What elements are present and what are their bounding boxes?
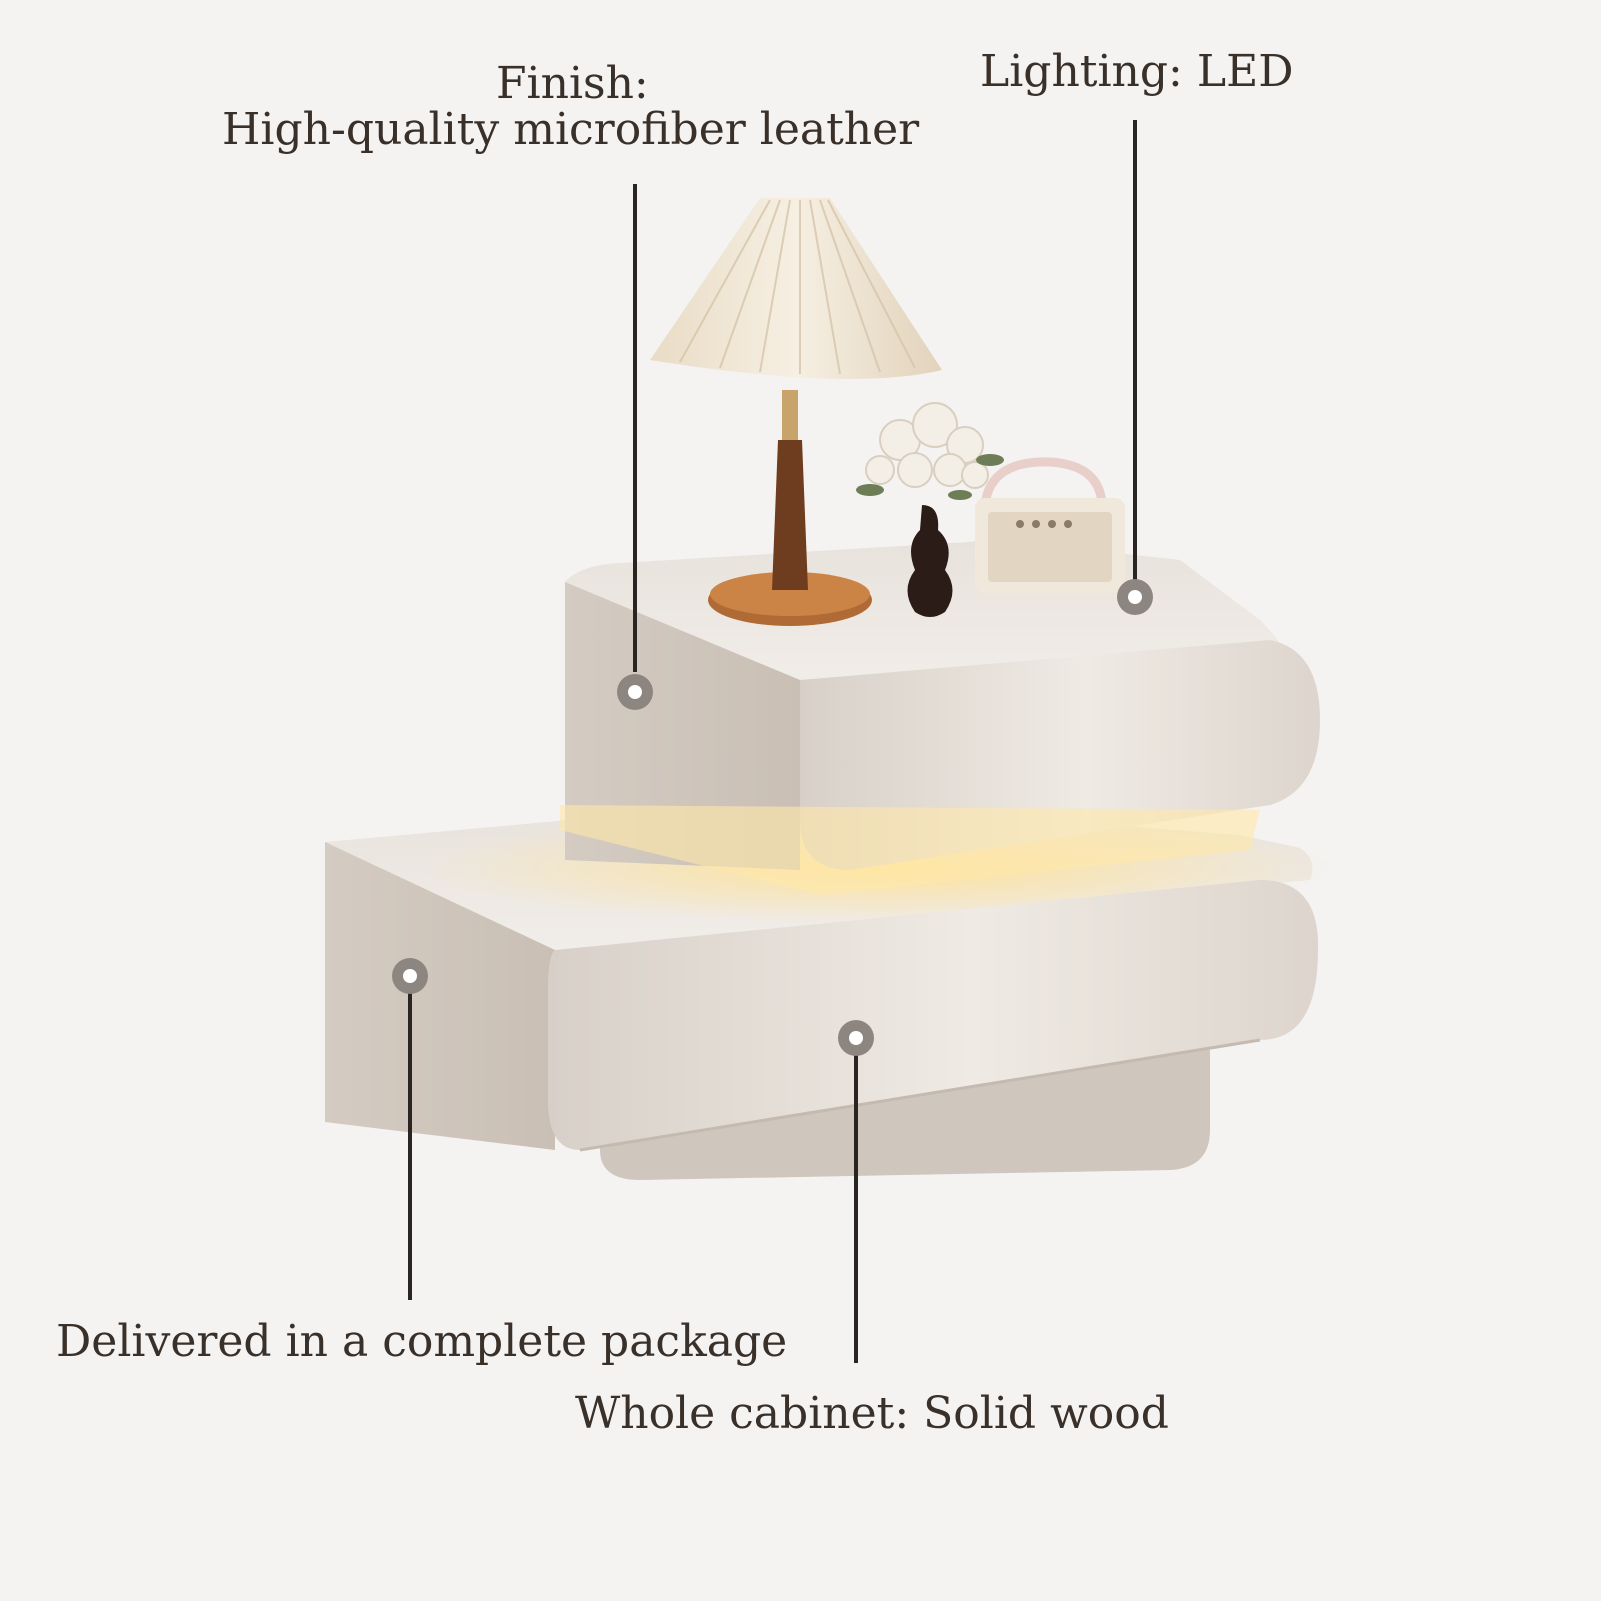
finish-callout-title: Finish: bbox=[496, 58, 649, 109]
finish-callout-value: High-quality microfiber leather bbox=[222, 104, 920, 155]
callout-markers bbox=[392, 579, 1153, 1056]
cabinet-callout: Whole cabinet: Solid wood bbox=[575, 1388, 1169, 1439]
table-lamp bbox=[650, 198, 942, 626]
lighting-callout: Lighting: LED bbox=[980, 46, 1294, 97]
flower-vase bbox=[856, 402, 1004, 617]
callout-leaders bbox=[408, 120, 1137, 1363]
retro-radio bbox=[975, 457, 1125, 593]
delivered-callout: Delivered in a complete package bbox=[56, 1316, 788, 1367]
